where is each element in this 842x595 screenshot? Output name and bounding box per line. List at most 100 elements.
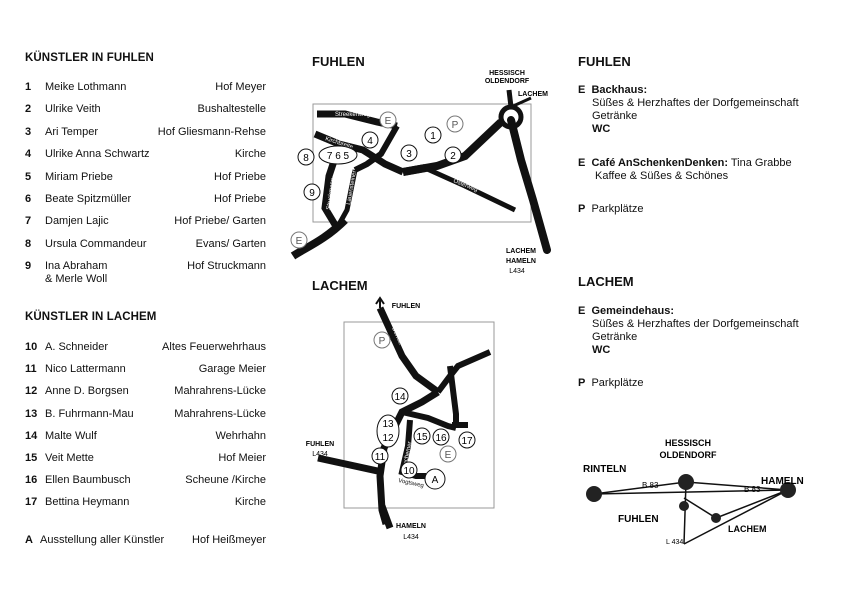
artist-number: 13 xyxy=(25,407,38,420)
marker-1: 1 xyxy=(430,131,436,142)
marker-e: E xyxy=(296,236,303,247)
lachem-artists-heading: KÜNSTLER IN LACHEM xyxy=(25,311,157,323)
town-dot-lachem xyxy=(711,513,721,523)
lachem-map: Dorfstr. Mühlenweg Hainholz Lachemer Vog… xyxy=(306,296,495,541)
direction-label: FUHLEN xyxy=(392,303,420,310)
road-b83 xyxy=(593,489,789,495)
artist-name: Ari Temper xyxy=(45,125,98,138)
town-dot-rinteln xyxy=(586,486,602,502)
artist-location: Hof Meier xyxy=(218,452,266,464)
artist-location: Hof Struckmann xyxy=(187,260,266,273)
street-label: Streekenweg xyxy=(335,112,370,118)
artist-location: Hof Gliesmann-Rehse xyxy=(157,125,266,138)
direction-label: HAMELN xyxy=(396,523,426,530)
artist-number: 16 xyxy=(25,474,38,487)
info-fuhlen-parking: P Parkplätze xyxy=(578,203,644,215)
artist-name: Ellen Baumbusch xyxy=(45,474,131,487)
artist-name: Malte Wulf xyxy=(45,429,97,442)
artist-number: 3 xyxy=(25,125,32,138)
artist-name: A. Schneider xyxy=(45,341,108,353)
artist-location: Wehrhahn xyxy=(215,429,266,442)
artist-location: Garage Meier xyxy=(198,363,266,376)
marker-16: 16 xyxy=(435,433,447,444)
artist-location: Hof Priebe xyxy=(214,170,266,183)
artist-name: Bettina Heymann xyxy=(45,496,130,509)
road-muehlenweg xyxy=(435,349,492,394)
artist-number: 6 xyxy=(25,193,32,205)
town-label: HESSISCH xyxy=(665,438,711,448)
town-label: FUHLEN xyxy=(618,514,659,525)
info-lachem-title: LACHEM xyxy=(578,274,634,289)
town-dot-fuhlen xyxy=(679,501,689,511)
town-dot-hameln xyxy=(780,482,796,498)
road-dorfstr xyxy=(376,306,441,395)
marker-a: A xyxy=(432,475,439,486)
marker-12: 12 xyxy=(382,433,394,444)
artist-number: 2 xyxy=(25,103,32,116)
road-label: B 83 xyxy=(642,481,659,490)
artist-number: 14 xyxy=(25,429,38,442)
artist-number: 12 xyxy=(25,385,38,398)
marker-765: 7 6 5 xyxy=(327,151,350,162)
overview-map: RINTELN HESSISCH OLDENDORF HAMELN FUHLEN… xyxy=(583,438,804,546)
artist-location: Mahrahrens-Lücke xyxy=(174,407,266,420)
artist-name: Miriam Priebe xyxy=(45,170,113,183)
artist-number: 11 xyxy=(25,363,37,376)
town-dot-hessisch-oldendorf xyxy=(678,474,694,490)
arrow-up xyxy=(375,296,385,308)
marker-10: 10 xyxy=(403,466,415,477)
artist-number: 9 xyxy=(25,260,32,273)
direction-label: L434 xyxy=(509,268,525,275)
artist-location: Mahrahrens-Lücke xyxy=(174,385,266,398)
artist-location: Hof Meyer xyxy=(215,81,266,93)
artist-number: 7 xyxy=(25,215,32,228)
info-fuhlen-title: FUHLEN xyxy=(578,54,631,69)
road-hessisch-oldendorf xyxy=(506,89,514,108)
fuhlen-map: Streekenweg Kirchbreite Struckmann Lauen… xyxy=(290,70,551,275)
artist-number: 4 xyxy=(25,148,32,161)
artist-name: Ina Abraham xyxy=(45,260,108,273)
artist-name: Nico Lattermann xyxy=(45,363,126,376)
fuhlen-map-title: FUHLEN xyxy=(312,54,365,69)
road-link xyxy=(402,164,426,176)
artist-number: 17 xyxy=(25,496,38,509)
road-east xyxy=(447,365,459,428)
marker-11: 11 xyxy=(375,452,386,463)
street-label: Lachemer xyxy=(402,441,413,468)
lachem-map-title: LACHEM xyxy=(312,278,368,293)
direction-label: LACHEM xyxy=(506,248,536,255)
road-l434 xyxy=(683,481,687,545)
direction-label: FUHLEN xyxy=(306,441,334,448)
artist-name: Veit Mette xyxy=(45,452,94,464)
direction-label: OLDENDORF xyxy=(485,78,530,85)
artist-name: Damjen Lajic xyxy=(45,215,109,228)
artist-name: Ulrike Veith xyxy=(45,103,101,116)
road-to-fuhlen xyxy=(317,454,383,476)
town-label: HAMELN xyxy=(761,476,804,487)
road-label: L 434 xyxy=(666,539,683,546)
artist-location: Hof Priebe/ Garten xyxy=(174,215,266,228)
artist-name: Meike Lothmann xyxy=(45,81,127,93)
fuhlen-map-frame xyxy=(312,103,532,223)
road-lachem xyxy=(510,96,532,109)
artist-name-second-line: & Merle Woll xyxy=(45,273,108,286)
lachem-map-frame xyxy=(343,321,495,509)
direction-label: HESSISCH xyxy=(489,70,525,77)
marker-14: 14 xyxy=(394,392,406,403)
marker-parking: P xyxy=(379,336,386,347)
info-lachem-parking: P Parkplätze xyxy=(578,377,644,389)
road-lachem-link xyxy=(683,489,789,519)
street-label: Vogtsweg xyxy=(398,478,425,489)
road-l434 xyxy=(507,116,551,254)
marker-3: 3 xyxy=(406,149,412,160)
marker-8: 8 xyxy=(303,153,309,164)
church-symbol xyxy=(452,422,468,428)
road-label: B 83 xyxy=(744,485,761,494)
artist-name: Anne D. Borgsen xyxy=(45,385,129,398)
street-label: Lauensteiner xyxy=(346,170,358,205)
marker-15: 15 xyxy=(416,432,428,443)
street-label: Hainholz xyxy=(386,442,395,466)
artist-location: Hof Priebe xyxy=(214,193,266,205)
exhibition-name: Ausstellung aller Künstler xyxy=(40,534,165,546)
marker-parking: P xyxy=(452,120,459,131)
